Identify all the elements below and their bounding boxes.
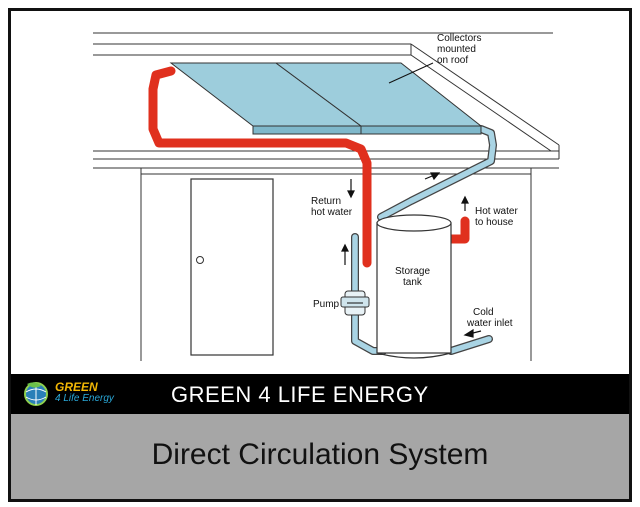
- flow-arrows: [341, 172, 482, 338]
- globe-leaf-icon: [24, 382, 48, 406]
- cold-pipe: [351, 125, 497, 355]
- hot-pipe: [148, 66, 470, 268]
- company-name: GREEN 4 LIFE ENERGY: [171, 382, 429, 407]
- figure-frame: Collectors mounted on roof Return hot wa…: [8, 8, 632, 502]
- label-storage-tank: Storage tank: [395, 266, 433, 288]
- company-logo: GREEN 4 Life Energy: [21, 378, 131, 410]
- door: [190, 178, 274, 356]
- label-pump: Pump: [313, 299, 340, 310]
- label-return-hot-water: Return hot water: [311, 196, 353, 218]
- diagram-caption: Direct Circulation System: [151, 438, 489, 471]
- caption-box: Direct Circulation System: [11, 414, 629, 499]
- label-hot-water-to-house: Hot water to house: [475, 206, 521, 228]
- brand-banner: GREEN 4 Life Energy GREEN 4 LIFE ENERGY: [11, 374, 629, 414]
- logo-line1: GREEN: [55, 380, 98, 394]
- storage-tank: [376, 214, 452, 359]
- label-collectors: Collectors mounted on roof: [437, 33, 484, 66]
- logo-line2: 4 Life Energy: [55, 393, 114, 404]
- leader-lines: [347, 62, 434, 304]
- solar-collectors: [169, 62, 483, 135]
- label-cold-water-inlet: Cold water inlet: [466, 307, 513, 329]
- solar-system-diagram: Collectors mounted on roof Return hot wa…: [93, 32, 560, 361]
